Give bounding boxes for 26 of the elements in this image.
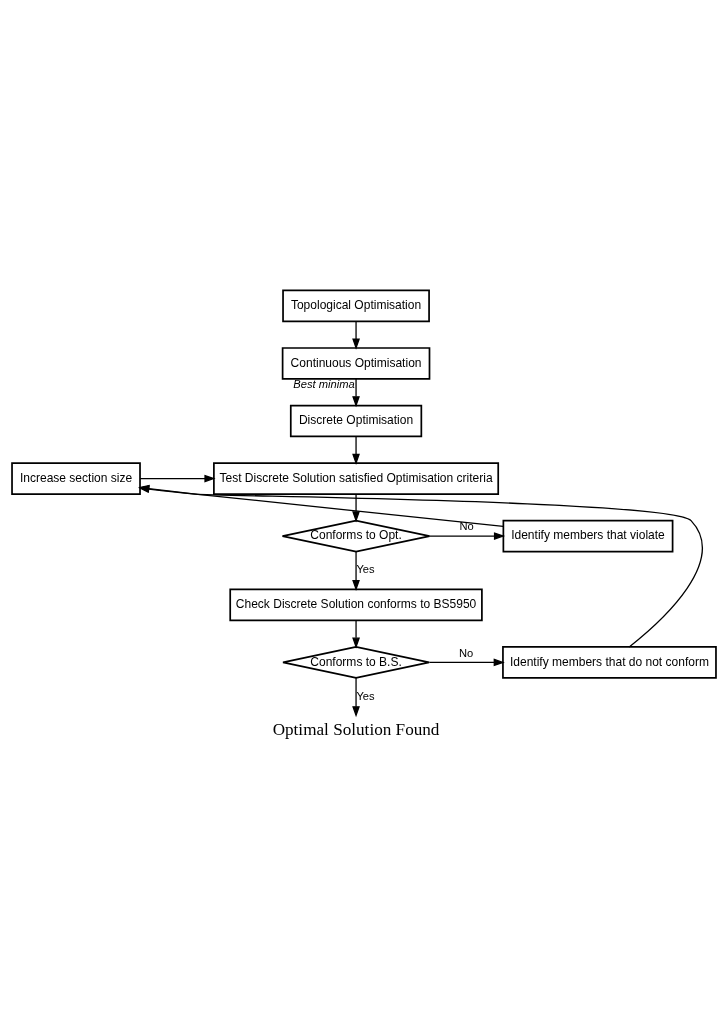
node-box: Discrete Optimisation <box>289 404 423 437</box>
arrow <box>352 320 360 350</box>
arrow <box>352 377 360 407</box>
node-text: Optimal Solution Found <box>272 719 440 739</box>
edge-label: Yes <box>356 689 375 702</box>
arrow <box>352 550 360 591</box>
edge-label: No <box>459 519 474 532</box>
arrow <box>429 531 506 540</box>
arrow <box>352 435 360 465</box>
arrow <box>352 676 360 717</box>
arrow <box>352 619 360 649</box>
node-box: Continuous Optimisation <box>281 346 431 380</box>
node-diamond: Conforms to B.S. <box>282 645 430 679</box>
edge-label: Yes <box>356 562 375 575</box>
edge-label: Best minima <box>293 377 355 390</box>
node-box: Identify members that do not conform <box>502 645 717 679</box>
node-box: Test Discrete Solution satisfied Optimisation criteria <box>213 461 500 495</box>
arrow <box>139 474 216 482</box>
arrow <box>428 657 505 666</box>
arrow <box>352 492 360 522</box>
node-box: Increase section size <box>11 461 141 495</box>
node-diamond: Conforms to Opt. <box>281 519 431 552</box>
node-box: Check Discrete Solution conforms to BS5950 <box>229 588 483 621</box>
node-box: Identify members that violate <box>502 519 674 552</box>
node-box: Topological Optimisation <box>282 289 430 322</box>
edge-label: No <box>458 646 474 659</box>
